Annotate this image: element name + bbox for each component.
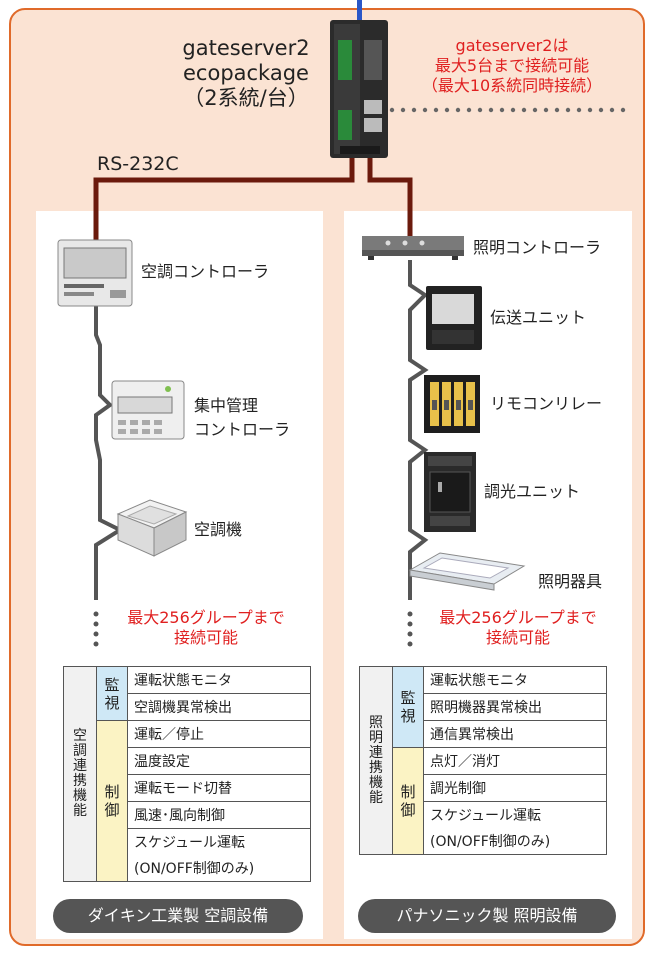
right-max-groups-note: 最大256グループまで 接続可能 — [418, 608, 618, 648]
control-group-head: 制 御 — [96, 720, 128, 882]
category-char: 能 — [73, 803, 87, 819]
device-label-line: リモコンリレー — [490, 394, 603, 413]
rs232c-label: RS-232C — [97, 153, 179, 175]
monitor-group-head: 監 視 — [96, 666, 128, 721]
aircon-function-table: 空 調 連 携 機 能 監 視 運転状態モニタ 空調機異常検出 制 御 運転／停… — [63, 666, 311, 882]
aircon-unit-label: 空調機 — [194, 518, 242, 542]
function-item: 点灯／消灯 — [423, 747, 607, 775]
gateway-note-line: 最大5台まで接続可能 — [434, 56, 590, 75]
device-label-line: 調光ユニット — [484, 482, 581, 501]
central-controller-illustration — [111, 380, 185, 440]
light-fixture-illustration — [408, 552, 526, 591]
light-fixture-label: 照明器具 — [538, 570, 602, 594]
left-max-groups-note: 最大256グループまで 接続可能 — [106, 608, 306, 648]
max-note-line: 最大256グループまで — [127, 608, 285, 627]
function-item: スケジュール運転 — [423, 801, 607, 828]
left-device-cable — [94, 306, 125, 600]
remote-relay-illustration — [424, 375, 480, 433]
group-head-char: 制 — [400, 783, 416, 801]
dimming-unit-label: 調光ユニット — [484, 480, 580, 504]
function-item: 運転状態モニタ — [127, 666, 311, 694]
category-char: 連 — [369, 744, 383, 761]
function-item: 通信異常検出 — [423, 720, 607, 748]
category-char: 空 — [73, 728, 87, 744]
category-char: 明 — [369, 729, 383, 746]
function-item: 風速･風向制御 — [127, 801, 311, 829]
aircon-unit-illustration — [116, 499, 188, 557]
gateway-note-line: （最大10系統同時接続） — [421, 76, 603, 95]
left-continuation-dots — [93, 611, 99, 647]
category-char: 携 — [369, 759, 383, 776]
group-head-char: 制 — [104, 783, 120, 801]
rs232c-cable-left — [93, 158, 355, 240]
function-item: 調光制御 — [423, 774, 607, 802]
function-item: 空調機異常検出 — [127, 693, 311, 721]
lighting-controller-label: 照明コントローラ — [473, 236, 601, 260]
category-char: 機 — [369, 774, 383, 791]
function-item: 運転状態モニタ — [423, 666, 607, 694]
function-item: (ON/OFF制御のみ) — [423, 828, 607, 855]
gateway-note-line: gateserver2は — [455, 36, 569, 55]
aircon-controller-label: 空調コントローラ — [141, 260, 269, 284]
category-char: 連 — [73, 758, 87, 774]
function-item: 温度設定 — [127, 747, 311, 775]
device-label-line: 空調コントローラ — [141, 262, 270, 281]
right-device-cable — [408, 260, 429, 600]
function-item-line: (ON/OFF制御のみ) — [134, 861, 255, 877]
group-head-char: 監 — [400, 689, 416, 707]
aircon-footer-badge: ダイキン工業製 空調設備 — [53, 899, 303, 933]
device-label-line: 集中管理 — [194, 396, 259, 415]
function-item-line: スケジュール運転 — [134, 835, 246, 851]
gateway-device-illustration — [330, 20, 388, 158]
monitor-group-head: 監 視 — [392, 666, 424, 748]
device-label-line: 照明コントローラ — [473, 238, 602, 257]
gateway-title-line: ecopackage — [183, 61, 309, 85]
group-head-char: 監 — [104, 675, 120, 694]
transmission-unit-label: 伝送ユニット — [490, 306, 586, 330]
transmission-unit-illustration — [426, 286, 482, 350]
gateway-expansion-dots — [389, 107, 626, 113]
remote-relay-label: リモコンリレー — [490, 392, 602, 416]
function-item: 運転モード切替 — [127, 774, 311, 802]
category-char: 機 — [73, 788, 87, 804]
gateway-title: gateserver2 ecopackage （2系統/台） — [176, 36, 316, 111]
function-item: (ON/OFF制御のみ) — [127, 855, 311, 882]
group-head-char: 視 — [400, 707, 416, 725]
dimming-unit-illustration — [424, 452, 476, 532]
category-char: 携 — [73, 773, 87, 789]
function-item: スケジュール運転 — [127, 828, 311, 855]
aircon-category-cell: 空 調 連 携 機 能 — [63, 666, 97, 882]
category-char: 調 — [73, 743, 87, 759]
rs232c-cable-right — [367, 158, 413, 236]
right-continuation-dots — [407, 611, 413, 647]
max-note-line: 最大256グループまで — [439, 608, 597, 627]
category-char: 照 — [369, 714, 383, 731]
device-label-line: 空調機 — [194, 520, 243, 539]
function-item: 運転／停止 — [127, 720, 311, 748]
device-label-line: 照明器具 — [538, 572, 603, 591]
category-char: 能 — [369, 789, 383, 806]
device-label-line: コントローラ — [194, 420, 291, 439]
lighting-category-cell: 照 明 連 携 機 能 — [359, 666, 393, 855]
function-item-line: (ON/OFF制御のみ) — [430, 834, 551, 850]
group-head-char: 視 — [104, 693, 120, 712]
group-head-char: 御 — [104, 801, 120, 819]
max-note-line: 接続可能 — [485, 628, 550, 647]
gateway-title-line: （2系統/台） — [183, 86, 309, 110]
network-cable — [357, 0, 362, 22]
lighting-controller-illustration — [362, 236, 464, 260]
central-controller-label: 集中管理 コントローラ — [194, 394, 290, 442]
function-item-line: スケジュール運転 — [430, 808, 542, 824]
aircon-controller-illustration — [57, 239, 133, 307]
device-label-line: 伝送ユニット — [490, 308, 587, 327]
max-note-line: 接続可能 — [173, 628, 238, 647]
lighting-function-table: 照 明 連 携 機 能 監 視 運転状態モニタ 照明機器異常検出 通信異常検出 … — [359, 666, 607, 855]
gateway-note: gateserver2は 最大5台まで接続可能 （最大10系統同時接続） — [392, 36, 632, 96]
group-head-char: 御 — [400, 801, 416, 819]
gateway-title-line: gateserver2 — [182, 36, 310, 60]
control-group-head: 制 御 — [392, 747, 424, 855]
function-item: 照明機器異常検出 — [423, 693, 607, 721]
lighting-footer-badge: パナソニック製 照明設備 — [358, 899, 616, 933]
